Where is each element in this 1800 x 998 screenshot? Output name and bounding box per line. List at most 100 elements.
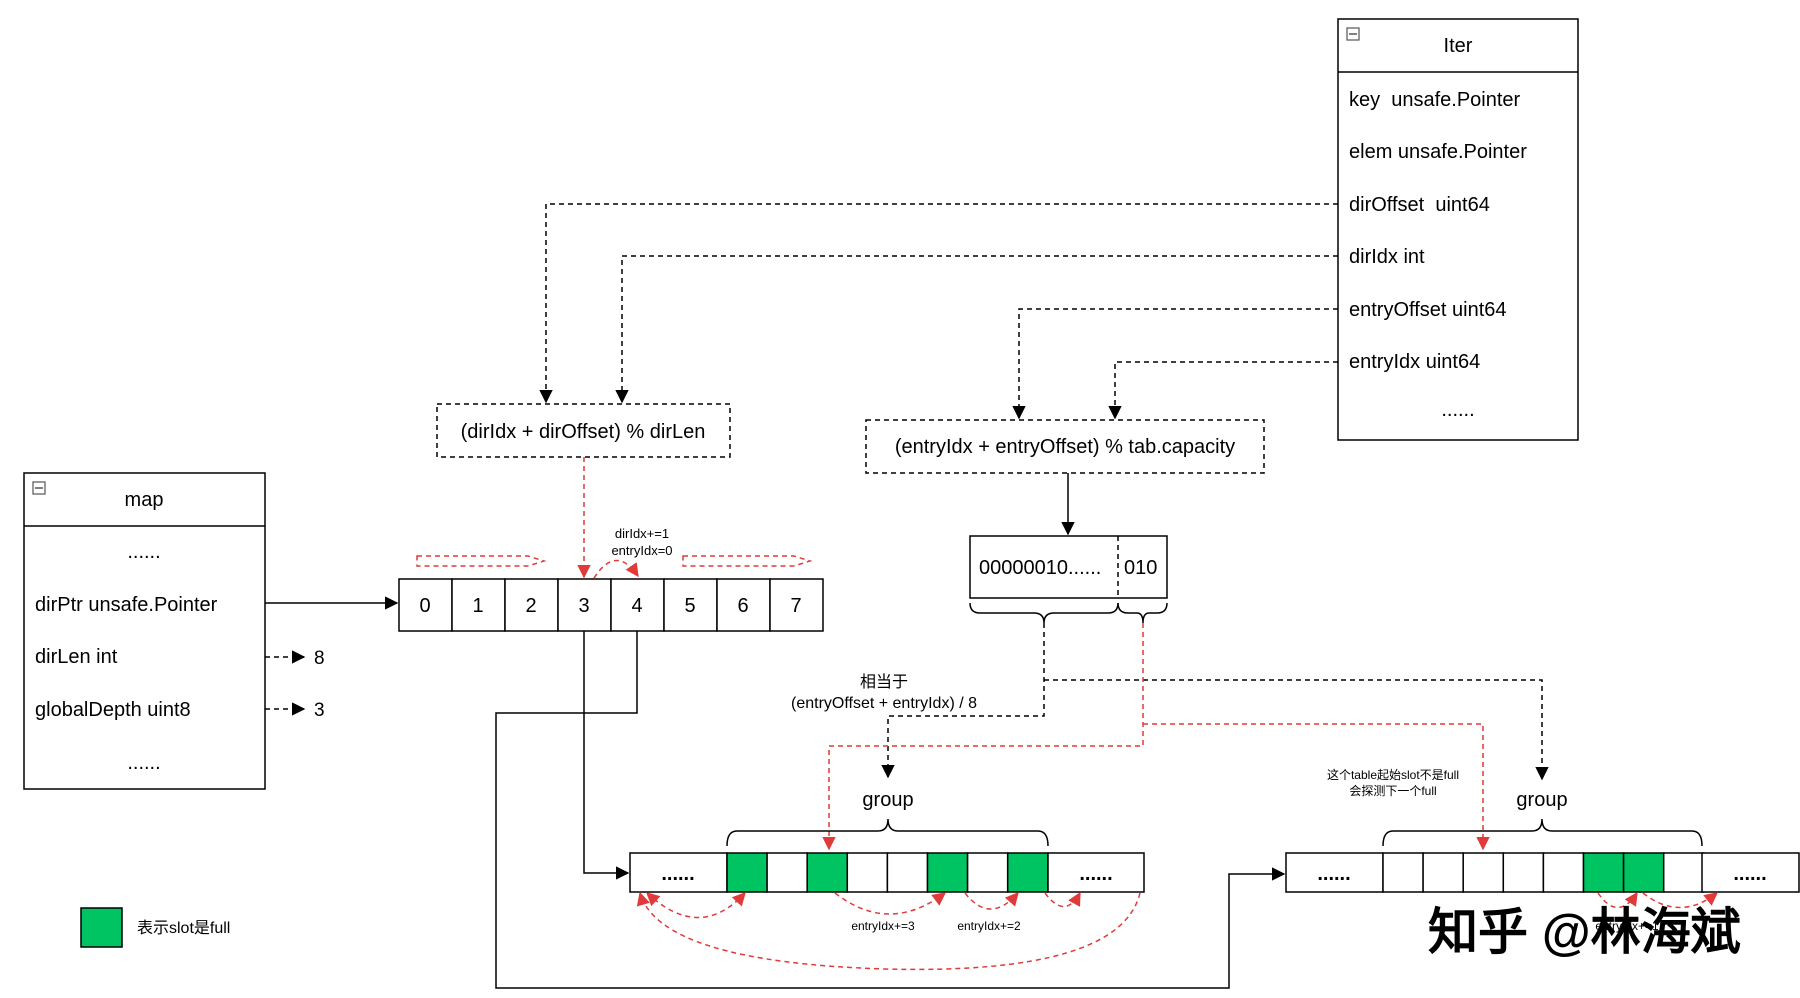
map-field-dirlen: dirLen int: [35, 646, 118, 668]
table1-ellipsis-left: ......: [661, 863, 694, 885]
dir-step-label-1: dirIdx+=1: [615, 526, 669, 541]
legend-label: 表示slot是full: [137, 919, 230, 937]
dir-cell-4[interactable]: 4: [610, 578, 665, 632]
svg-text:1: 1: [472, 595, 483, 617]
collapse-icon[interactable]: [1346, 27, 1360, 41]
svg-text:6: 6: [737, 595, 748, 617]
table1-slot-0-full[interactable]: [726, 852, 768, 893]
dir-cell-2[interactable]: 2: [504, 578, 559, 632]
slot-index-connector-1: [822, 623, 1144, 851]
legend: 表示slot是full: [80, 907, 230, 948]
group-brace-2: [1382, 818, 1703, 847]
dir-cell-7[interactable]: 7: [769, 578, 824, 632]
t1-wraparound-arrow: [636, 891, 1141, 971]
table2-slot-0-empty[interactable]: [1382, 852, 1424, 893]
map-struct: map ...... dirPtr unsafe.Pointer dirLen …: [23, 472, 266, 790]
t1-probe-arrow-4: [1044, 891, 1081, 908]
directory-array: 0 1 2 3 4 5 6 7: [398, 578, 824, 632]
slot-index-connector-2: [1143, 723, 1490, 851]
svg-text:5: 5: [684, 595, 695, 617]
table1-ellipsis-right: ......: [1079, 863, 1112, 885]
table2-slot-5-full[interactable]: [1582, 852, 1625, 893]
dir-cell-1[interactable]: 1: [451, 578, 506, 632]
t1-probe-arrow-1: [646, 892, 746, 919]
t1-probe-arrow-3: [964, 891, 1019, 910]
map-field-globaldepth: globalDepth uint8: [35, 699, 191, 721]
table1-slot-4-empty[interactable]: [886, 852, 929, 893]
iter-field-key: key unsafe.Pointer: [1349, 89, 1521, 111]
iter-field-diridx: dirIdx int: [1349, 246, 1425, 268]
t2-note-line-2: 会探测下一个full: [1349, 784, 1436, 798]
table1-slot-6-empty[interactable]: [966, 852, 1009, 893]
dir3-to-table1-line: [583, 631, 630, 880]
table1-slot-7-full[interactable]: [1006, 852, 1049, 893]
table1-slot-5-full[interactable]: [926, 852, 969, 893]
table2-slots: [1382, 852, 1705, 893]
dir-formula: (dirIdx + dirOffset) % dirLen: [461, 421, 706, 443]
group-label-2: group: [1516, 789, 1567, 811]
table1-slots: [726, 852, 1049, 893]
map-field-more-top: ......: [127, 541, 160, 563]
map-field-dirptr: dirPtr unsafe.Pointer: [35, 594, 218, 616]
iter-field-entryoffset: entryOffset uint64: [1349, 299, 1507, 321]
svg-text:2: 2: [525, 595, 536, 617]
table2-ellipsis-right: ......: [1733, 863, 1766, 885]
entryoffset-connector: [1012, 308, 1338, 420]
watermark: 知乎 @林海斌: [1428, 904, 1741, 960]
t1-step-label-2: entryIdx+=2: [957, 919, 1021, 933]
t1-step-label-1: entryIdx+=3: [851, 919, 915, 933]
equivalent-line-1: 相当于: [860, 673, 908, 691]
table2-slot-6-full[interactable]: [1622, 852, 1665, 893]
table2-slot-2-empty[interactable]: [1462, 852, 1505, 893]
entry-formula: (entryIdx + entryOffset) % tab.capacity: [895, 436, 1235, 458]
iter-field-more: ......: [1441, 399, 1474, 421]
collapse-icon[interactable]: [32, 481, 46, 495]
svg-text:4: 4: [631, 595, 642, 617]
equivalent-line-2: (entryOffset + entryIdx) / 8: [791, 695, 977, 712]
map-title: map: [125, 489, 164, 511]
legend-full-swatch: [80, 907, 123, 948]
svg-text:0: 0: [419, 595, 430, 617]
iter-title: Iter: [1444, 35, 1473, 57]
group-label-1: group: [862, 789, 913, 811]
table2-slot-7-empty[interactable]: [1662, 852, 1705, 893]
table-2: ...... ......: [1285, 852, 1800, 893]
iter-field-entryidx: entryIdx uint64: [1349, 351, 1480, 373]
t1-probe-arrow-2: [834, 892, 947, 915]
bits-low-brace: [1117, 602, 1168, 624]
dir-step-label-2: entryIdx=0: [611, 543, 672, 558]
dir-cell-0[interactable]: 0: [398, 578, 453, 632]
iter-field-elem: elem unsafe.Pointer: [1349, 141, 1527, 163]
entry-formula-box: (entryIdx + entryOffset) % tab.capacity: [865, 419, 1265, 474]
svg-text:3: 3: [578, 595, 589, 617]
diridx-connector: [615, 255, 1338, 404]
table1-slot-2-full[interactable]: [806, 852, 849, 893]
table-1: ...... ......: [629, 852, 1145, 893]
dir-scan-left-arrow: [416, 555, 547, 567]
dir4-to-table2-line: [495, 631, 1286, 989]
iter-struct: Iter key unsafe.Pointer elem unsafe.Poin…: [1337, 18, 1579, 441]
t2-note-line-1: 这个table起始slot不是full: [1327, 767, 1459, 782]
table2-slot-4-empty[interactable]: [1542, 852, 1585, 893]
dir-cell-3[interactable]: 3: [557, 578, 612, 632]
bits-high: 00000010......: [979, 557, 1101, 579]
t2-step-label: entryIdx+=1: [1595, 919, 1659, 933]
diroffset-connector: [539, 203, 1338, 404]
iter-field-diroffset: dirOffset uint64: [1349, 194, 1490, 216]
map-field-more-bottom: ......: [127, 752, 160, 774]
group-index-connector-2: [1044, 679, 1549, 781]
table1-slot-1-empty[interactable]: [766, 852, 808, 893]
entryidx-connector: [1108, 361, 1338, 420]
dir-cell-5[interactable]: 5: [663, 578, 718, 632]
table2-slot-1-empty[interactable]: [1422, 852, 1464, 893]
bits-low: 010: [1124, 557, 1157, 579]
dir-cell-6[interactable]: 6: [716, 578, 771, 632]
dir-formula-box: (dirIdx + dirOffset) % dirLen: [436, 403, 731, 458]
group-brace-1: [726, 818, 1049, 847]
table1-slot-3-empty[interactable]: [846, 852, 889, 893]
table2-ellipsis-left: ......: [1317, 863, 1350, 885]
bits-box: 00000010...... 010: [969, 535, 1168, 599]
table2-slot-3-empty[interactable]: [1502, 852, 1545, 893]
dir-step-arrow: [593, 559, 639, 579]
